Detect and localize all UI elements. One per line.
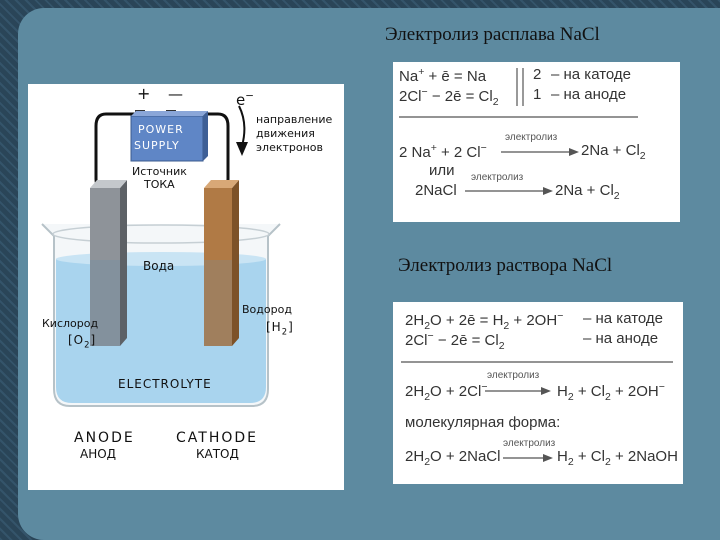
solution-arrow-label-2: электролиз xyxy=(503,438,556,449)
hydrogen-formula: [H2] xyxy=(266,320,294,337)
solution-ionic-right: H2 + Cl2 + 2OH− xyxy=(557,381,665,403)
solution-cathode-reaction: 2H2O + 2ē = H2 + 2OH− xyxy=(405,310,564,332)
water-label: Вода xyxy=(143,259,175,273)
melt-where-cathode: – на катоде xyxy=(551,66,632,83)
negative-terminal-label: — xyxy=(168,85,183,103)
source-label-line1: Источник xyxy=(132,165,187,178)
electron-symbol: e xyxy=(236,91,246,109)
melt-lines xyxy=(399,68,638,195)
power-label-line1: POWER xyxy=(138,123,184,136)
hydrogen-label: Водород xyxy=(242,303,292,316)
title-solution: Электролиз раствора NaCl xyxy=(398,255,613,276)
electron-direction-arrow xyxy=(238,105,246,147)
solution-where-anode: – на аноде xyxy=(583,330,659,347)
solution-mol-right: H2 + Cl2 + 2NaOH xyxy=(557,448,678,468)
title-melt: Электролиз расплава NaCl xyxy=(385,24,600,45)
electron-charge: − xyxy=(245,90,255,102)
melt-ionic-right: 2Na + Cl2 xyxy=(581,142,646,162)
positive-terminal-label: + xyxy=(137,84,151,103)
anode-electrode xyxy=(90,188,120,346)
melt-ionic-left: 2 Na+ + 2 Cl− xyxy=(399,142,487,161)
electrolyte-label: ELECTROLYTE xyxy=(118,377,212,391)
solution-lines xyxy=(401,361,673,462)
solution-mol-left: 2H2O + 2NaCl xyxy=(405,448,501,468)
solution-arrow-label-1: электролиз xyxy=(487,370,540,381)
electrolysis-cell-drawing xyxy=(41,105,281,407)
solution-anode-reaction: 2Cl− − 2ē = Cl2 xyxy=(405,330,505,352)
solution-ionic-left: 2H2O + 2Cl− xyxy=(405,381,488,403)
direction-label-line3: электронов xyxy=(256,141,324,154)
direction-label-line2: движения xyxy=(256,127,315,140)
source-label-line2: ТОКА xyxy=(144,178,175,191)
electron-label: e− xyxy=(236,90,255,109)
melt-arrow-label-2: электролиз xyxy=(471,172,524,183)
melt-arrow-label-1: электролиз xyxy=(505,132,558,143)
solution-where-cathode: – на катоде xyxy=(583,310,664,327)
cathode-label-ru: КАТОД xyxy=(196,447,239,461)
anode-label-ru: АНОД xyxy=(80,447,117,461)
direction-label-line1: направление xyxy=(256,113,333,126)
melt-coef-2: 1 xyxy=(533,86,542,103)
melt-or: или xyxy=(429,162,455,179)
cathode-label-en: CATHODE xyxy=(176,430,258,446)
melt-anode-reaction: 2Cl− − 2ē = Cl2 xyxy=(399,86,499,108)
electrolysis-diagram-panel: + — e− POWER SUPPLY Источник ТОКА направ… xyxy=(28,84,344,490)
oxygen-formula: [O2] xyxy=(68,333,97,350)
solution-equations-panel: 2H2O + 2ē = H2 + 2OH− – на катоде 2Cl− −… xyxy=(393,302,683,484)
melt-mol-left: 2NaCl xyxy=(415,182,457,199)
power-supply-box xyxy=(130,115,204,162)
power-label-line2: SUPPLY xyxy=(134,139,180,152)
cathode-electrode xyxy=(204,188,232,346)
melt-where-anode: – на аноде xyxy=(551,86,627,103)
melt-mol-right: 2Na + Cl2 xyxy=(555,182,620,202)
melt-cathode-reaction: Na+ + ē = Na xyxy=(399,66,487,85)
melt-coef-1: 2 xyxy=(533,66,542,83)
solution-mol-caption: молекулярная форма: xyxy=(405,414,561,431)
oxygen-label: Кислород xyxy=(42,317,99,330)
melt-equations-panel: Na+ + ē = Na 2Cl− − 2ē = Cl2 2 1 – на ка… xyxy=(393,62,680,222)
anode-label-en: ANODE xyxy=(74,430,135,446)
